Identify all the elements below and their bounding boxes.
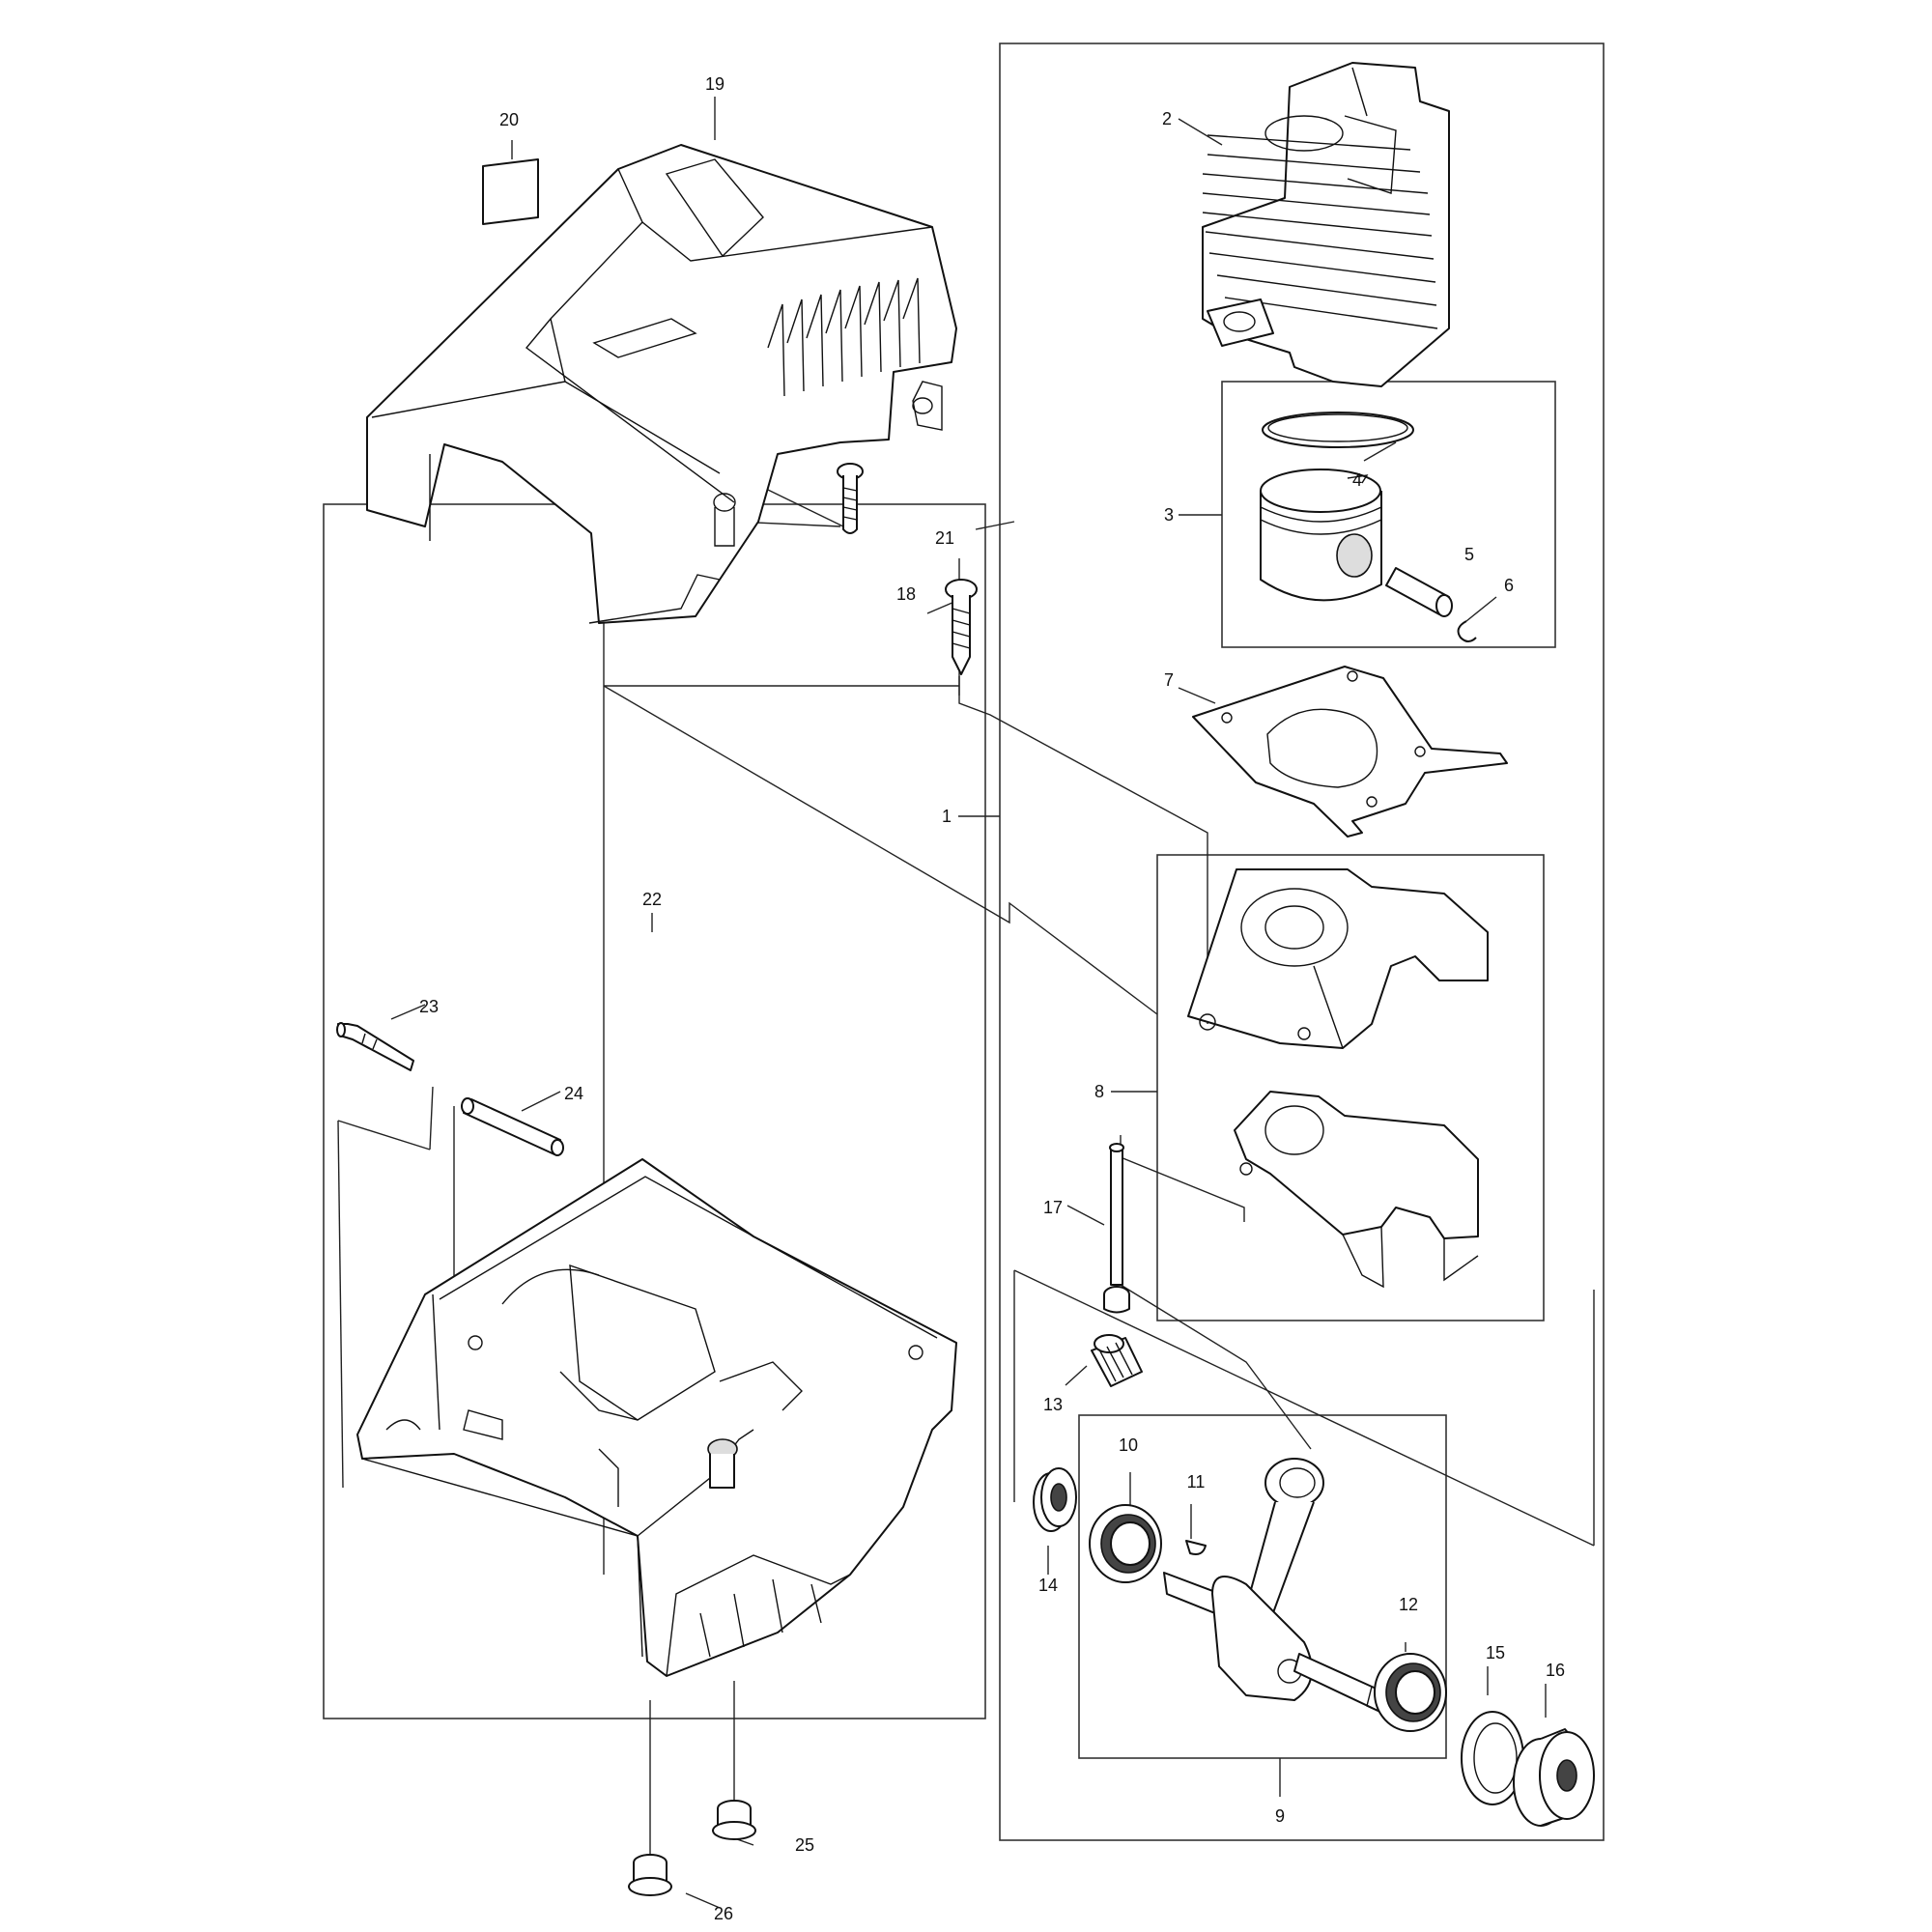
callout-6: 6 [1504, 576, 1514, 595]
engine-base-icon [356, 1158, 957, 1677]
ball-bearing-icon [1089, 1504, 1162, 1583]
callout-2: 2 [1162, 109, 1172, 128]
callout-12: 12 [1399, 1595, 1418, 1614]
callout-21: 21 [935, 528, 954, 548]
collar-icon [461, 1097, 564, 1156]
callout-11: 11 [1187, 1472, 1206, 1492]
crankcase-icon [1187, 868, 1489, 1289]
woodruff-key-icon [1185, 1540, 1207, 1555]
callout-9: 9 [1275, 1806, 1285, 1826]
cylinder-icon [1202, 62, 1450, 387]
callout-24: 24 [564, 1084, 583, 1103]
callout-4: 4 [1352, 470, 1362, 490]
callout-1: 1 [942, 807, 952, 826]
callout-10: 10 [1119, 1435, 1138, 1455]
crankcase-group-frame [1156, 854, 1545, 1321]
bushing-icon [628, 1854, 672, 1896]
gasket-icon [1192, 666, 1508, 838]
bushing-icon [712, 1800, 756, 1840]
callout-22: 22 [642, 890, 662, 909]
callout-16: 16 [1546, 1661, 1565, 1680]
piston-icon [1260, 469, 1382, 602]
callout-26: 26 [714, 1904, 733, 1923]
callout-7: 7 [1164, 670, 1174, 690]
callout-25: 25 [795, 1835, 814, 1855]
callout-23: 23 [419, 997, 439, 1016]
callout-3: 3 [1164, 505, 1174, 525]
label-plate-icon [482, 158, 539, 225]
oil-seal-icon [1513, 1728, 1595, 1827]
oil-seal-icon [1033, 1467, 1077, 1532]
callout-17: 17 [1043, 1198, 1063, 1217]
ball-bearing-icon [1374, 1653, 1447, 1732]
circlip-icon [1457, 620, 1477, 642]
callout-18: 18 [896, 584, 916, 604]
callout-8: 8 [1094, 1082, 1104, 1101]
callout-20: 20 [499, 110, 519, 129]
engine-cover-icon [366, 144, 957, 624]
callout-5: 5 [1464, 545, 1474, 564]
assembly-1-frame [999, 43, 1605, 1841]
callout-14: 14 [1038, 1576, 1058, 1595]
needle-bearing-icon [1091, 1334, 1143, 1387]
piston-ring-icon [1262, 412, 1414, 448]
callout-19: 19 [705, 74, 724, 94]
screw-icon [837, 463, 864, 534]
crankshaft-icon [1163, 1458, 1392, 1716]
callout-labels: 1 2 3 4 5 6 7 8 9 10 11 12 13 14 15 16 1… [419, 74, 1565, 1923]
bolt-icon [1103, 1143, 1130, 1314]
pin-icon [336, 1022, 414, 1071]
callout-13: 13 [1043, 1395, 1063, 1414]
tapping-screw-icon [945, 579, 978, 675]
piston-pin-icon [1385, 567, 1453, 617]
crankshaft-group-frame [1078, 1414, 1447, 1759]
callout-15: 15 [1486, 1643, 1505, 1662]
